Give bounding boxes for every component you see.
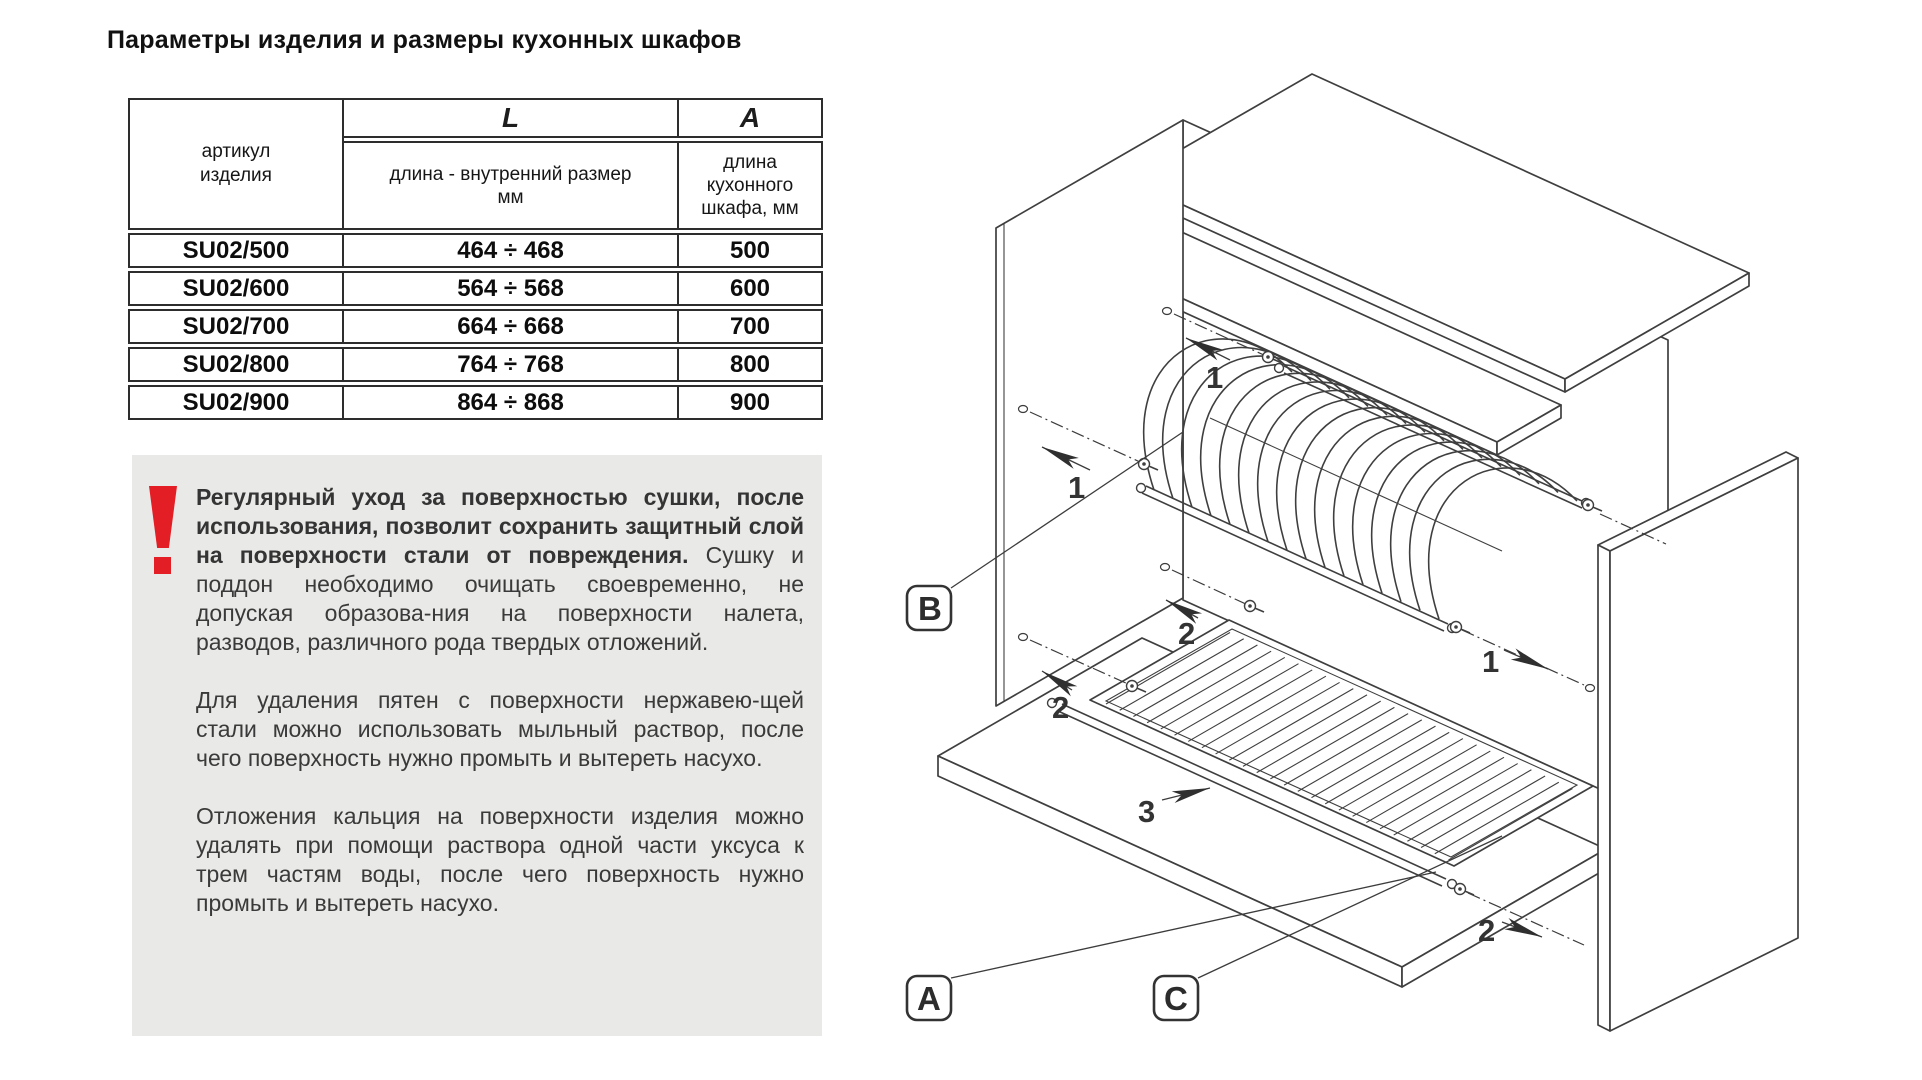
notice-paragraph-3: Отложения кальция на поверхности изделия…	[196, 803, 804, 916]
table-row: SU02/700 664 ÷ 668 700	[128, 309, 823, 344]
top-panel	[1127, 73, 1750, 393]
part-callouts: B A C	[905, 431, 1503, 1022]
mounting-hole	[1584, 683, 1596, 693]
care-notice-panel: Регулярный уход за поверхностью сушки, п…	[132, 455, 822, 1036]
callout-letter-C: C	[1164, 980, 1188, 1017]
table-row: SU02/600 564 ÷ 568 600	[128, 271, 823, 306]
callout-1: 1	[1482, 644, 1499, 679]
table-header-A-desc: длина кухонного шкафа, мм	[679, 141, 823, 230]
left-side-panel	[995, 119, 1184, 707]
upper-plate-rack	[1135, 338, 1592, 634]
callout-box-C	[1152, 974, 1200, 1022]
cabinet-length-cell: 600	[679, 271, 823, 306]
length-range-cell: 864 ÷ 868	[344, 385, 679, 420]
callout-1: 1	[1206, 360, 1223, 395]
exclamation-icon	[149, 486, 179, 574]
cabinet-length-cell: 900	[679, 385, 823, 420]
mounting-hole	[1161, 306, 1173, 316]
cabinet-length-cell: 800	[679, 347, 823, 382]
right-side-panel	[1597, 451, 1799, 1032]
page-title: Параметры изделия и размеры кухонных шка…	[107, 26, 742, 54]
cabinet-length-cell: 700	[679, 309, 823, 344]
callout-box-A	[905, 974, 953, 1022]
callout-box-B	[905, 584, 953, 632]
article-cell: SU02/500	[128, 233, 344, 268]
step-callouts: 1 1 1 2 2 2 3	[1041, 337, 1549, 948]
mounting-hole	[1017, 632, 1029, 642]
table-row: SU02/800 764 ÷ 768 800	[128, 347, 823, 382]
article-cell: SU02/800	[128, 347, 344, 382]
length-range-cell: 664 ÷ 668	[344, 309, 679, 344]
tray-grid-wires	[1105, 632, 1573, 861]
callout-3: 3	[1138, 794, 1155, 829]
callout-letter-A: A	[917, 980, 941, 1017]
length-range-cell: 764 ÷ 768	[344, 347, 679, 382]
lower-dish-tray	[1046, 619, 1594, 890]
table-header-L-desc: длина - внутренний размер мм	[344, 141, 679, 230]
notice-paragraph-1: Регулярный уход за поверхностью сушки, п…	[196, 484, 804, 655]
article-cell: SU02/600	[128, 271, 344, 306]
length-range-cell: 564 ÷ 568	[344, 271, 679, 306]
screw-axes	[1017, 306, 1667, 946]
table-header-A-symbol: A	[679, 98, 823, 138]
table-header-article: артикул изделия	[128, 98, 344, 230]
table-row: SU02/500 464 ÷ 468 500	[128, 233, 823, 268]
callout-2: 2	[1052, 690, 1069, 725]
article-cell: SU02/700	[128, 309, 344, 344]
callout-letter-B: B	[918, 590, 942, 627]
callout-1: 1	[1068, 470, 1085, 505]
mounting-screws	[1125, 350, 1603, 896]
plate-rack-wires	[1142, 338, 1578, 620]
mounting-hole	[1017, 404, 1029, 414]
length-range-cell: 464 ÷ 468	[344, 233, 679, 268]
callout-2: 2	[1478, 913, 1495, 948]
care-notice-text: Регулярный уход за поверхностью сушки, п…	[196, 483, 804, 947]
table-header-L-symbol: L	[344, 98, 679, 138]
notice-paragraph-2: Для удаления пятен с поверхности нержаве…	[196, 687, 804, 771]
callout-2: 2	[1178, 616, 1195, 651]
dimensions-table: артикул изделия L A длина - внутренний р…	[128, 95, 823, 423]
mounting-hole	[1159, 562, 1171, 572]
table-row: SU02/900 864 ÷ 868 900	[128, 385, 823, 420]
article-cell: SU02/900	[128, 385, 344, 420]
cabinet-length-cell: 500	[679, 233, 823, 268]
